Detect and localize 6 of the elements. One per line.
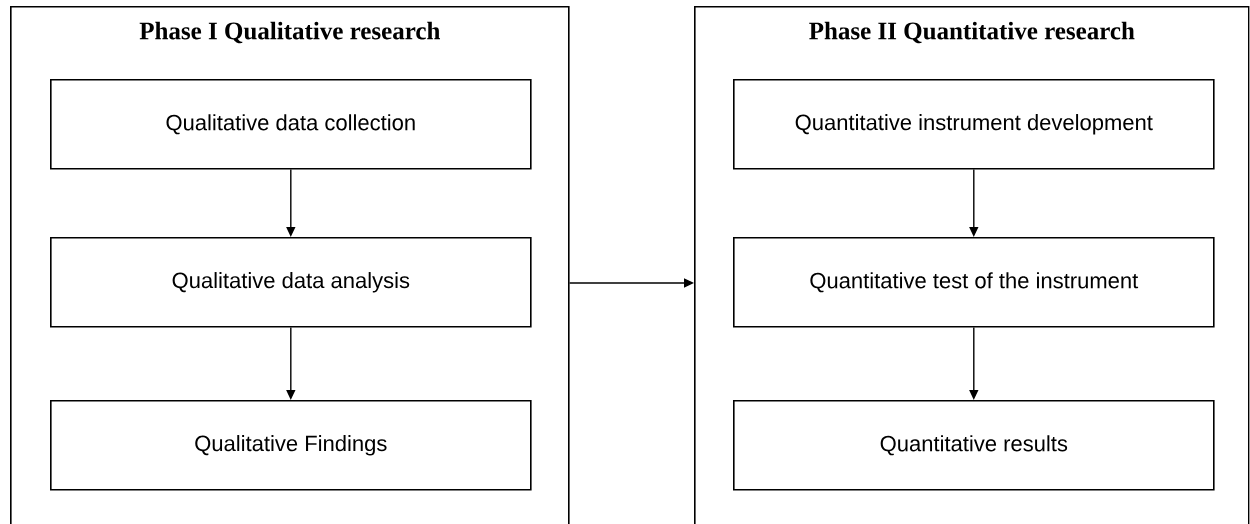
process-box: Quantitative instrument development (733, 79, 1215, 170)
process-box: Quantitative test of the instrument (733, 237, 1215, 328)
process-box: Quantitative results (733, 400, 1215, 491)
process-box: Qualitative data collection (50, 79, 532, 170)
process-box: Qualitative data analysis (50, 237, 532, 328)
process-box: Qualitative Findings (50, 400, 532, 491)
